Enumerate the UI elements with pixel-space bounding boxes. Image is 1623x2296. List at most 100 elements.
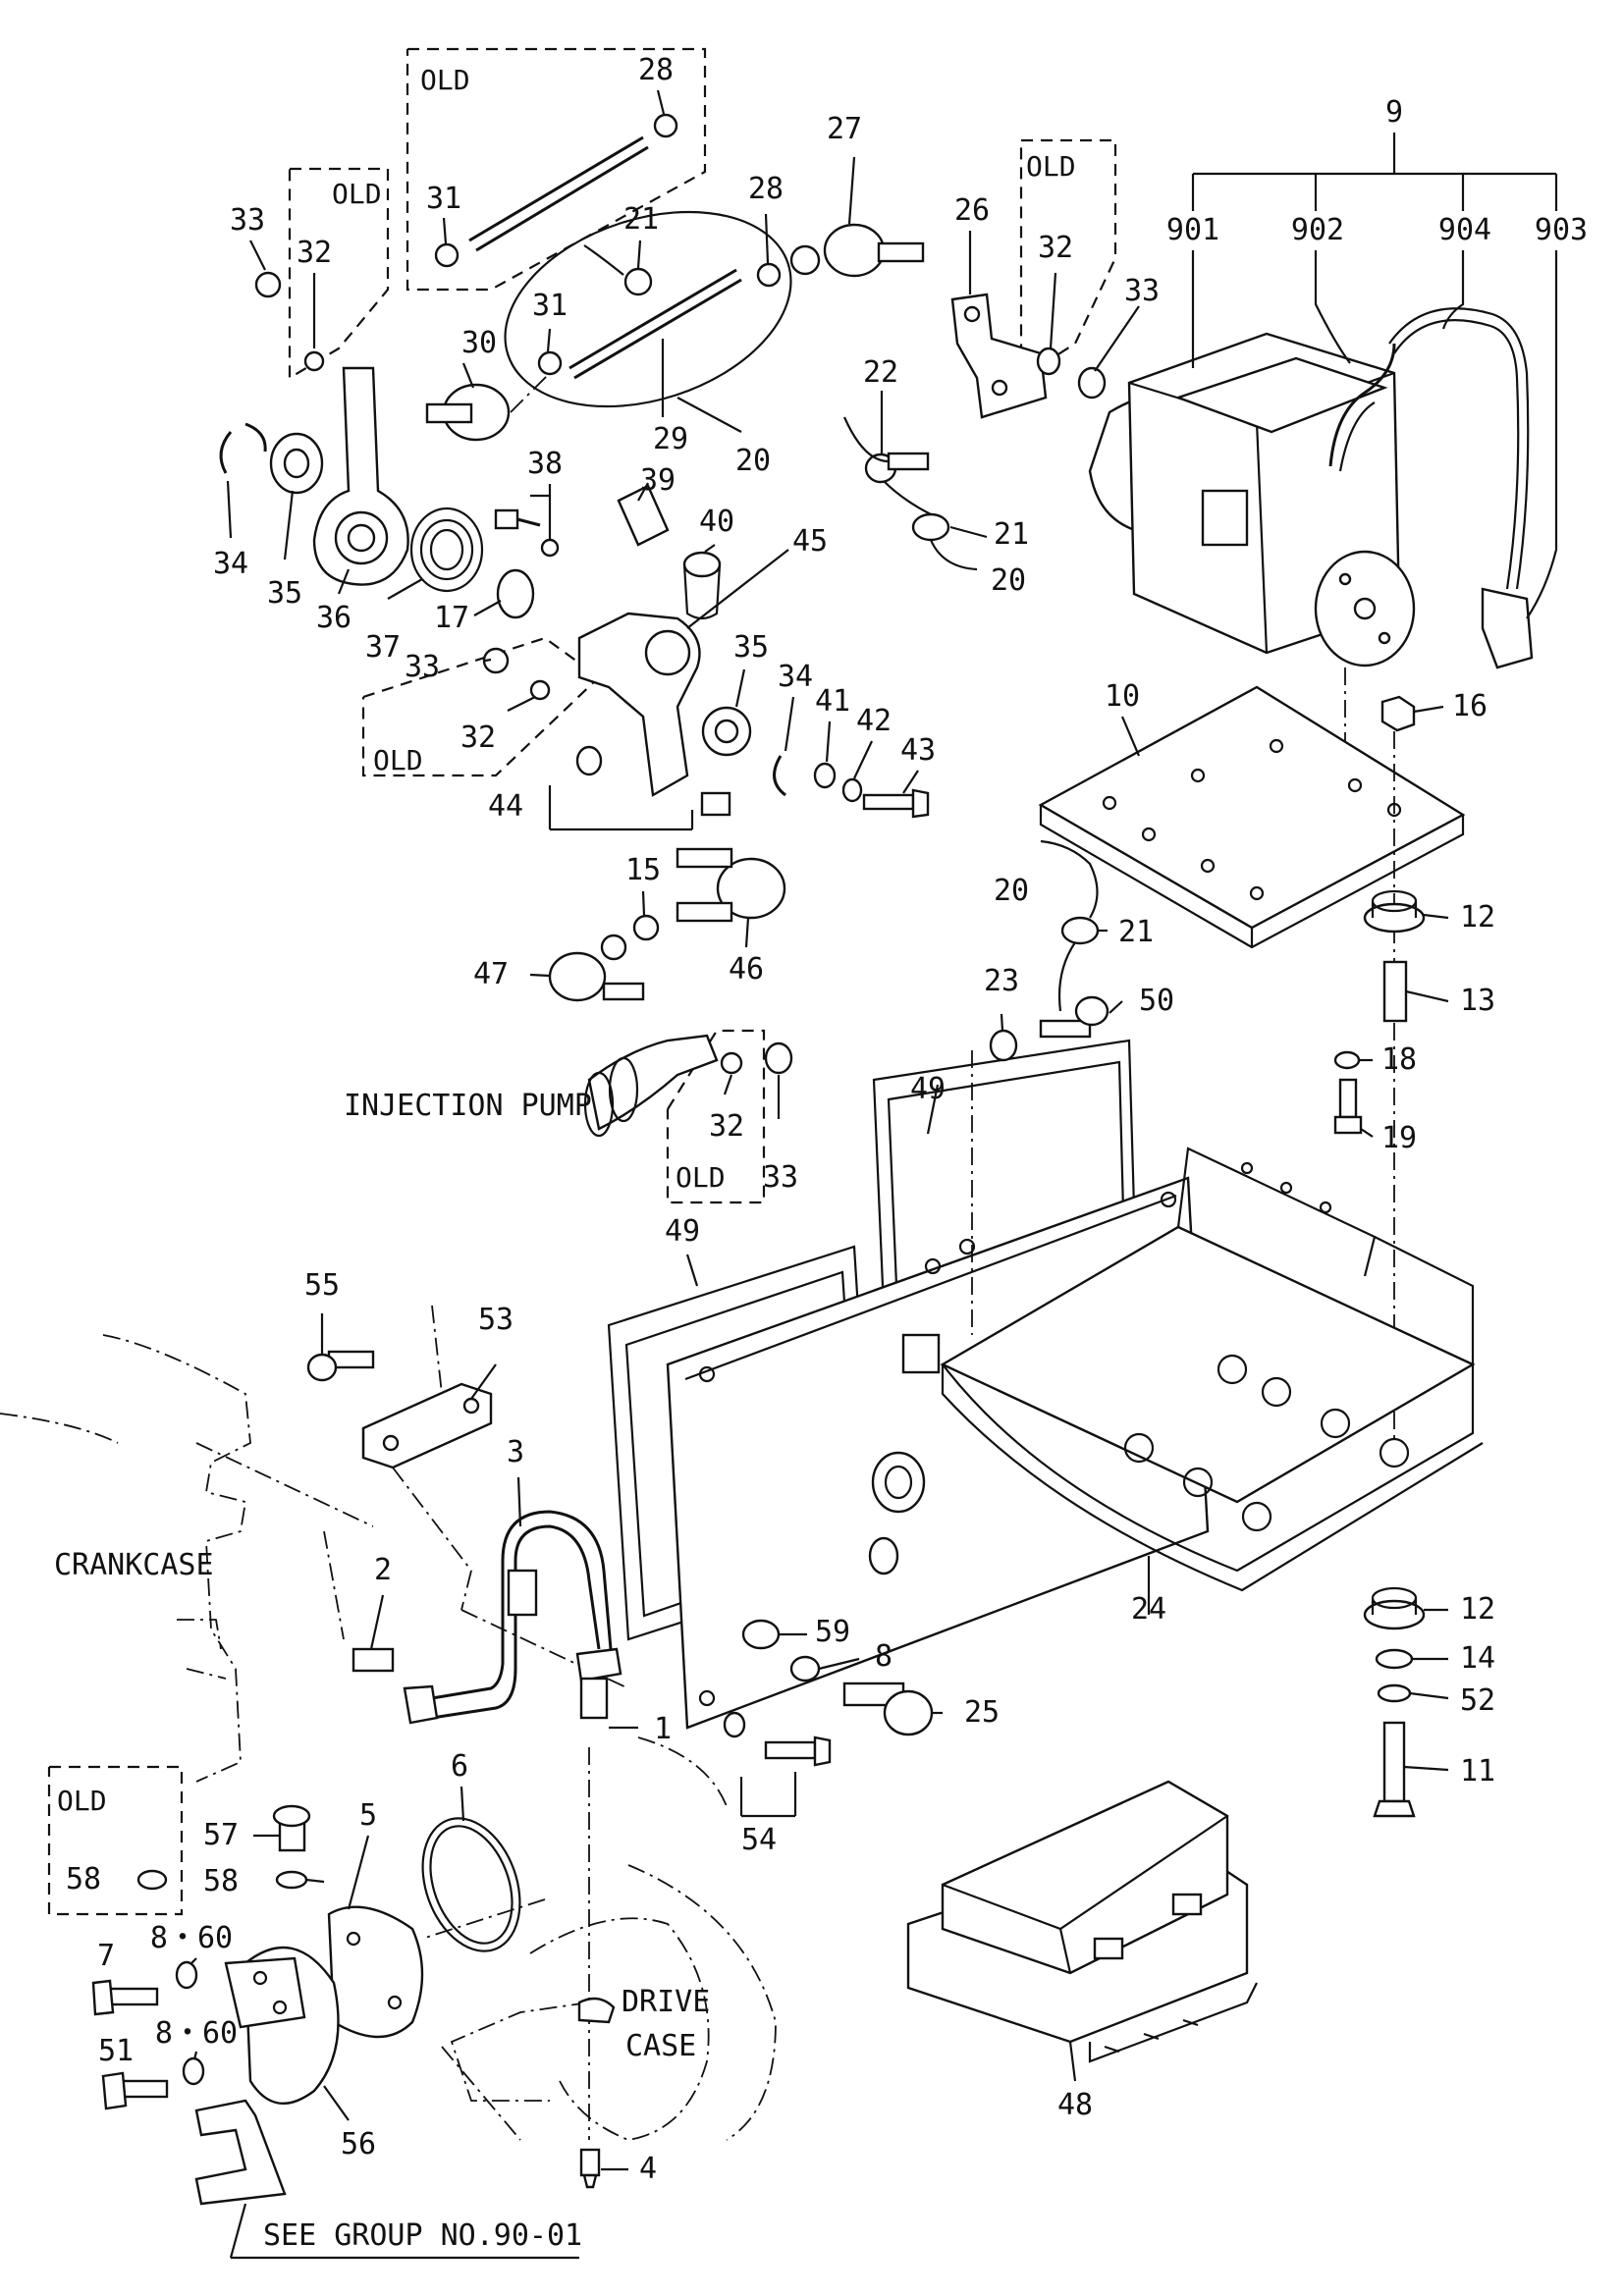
controller-48 bbox=[906, 1780, 1258, 2063]
drive-label: DRIVE bbox=[622, 1985, 711, 2019]
bolt-set-54 bbox=[723, 1711, 832, 1818]
callout-59: 59 bbox=[814, 1615, 851, 1649]
plug-4 bbox=[579, 2148, 601, 2189]
callout-21-low: 21 bbox=[1117, 915, 1155, 949]
callout-11: 11 bbox=[1459, 1754, 1496, 1789]
callout-31: 31 bbox=[531, 289, 568, 323]
case-label: CASE bbox=[625, 2029, 697, 2063]
callout-58-old: 58 bbox=[65, 1862, 102, 1896]
callout-43: 43 bbox=[899, 733, 937, 768]
callout-13: 13 bbox=[1459, 984, 1496, 1018]
callout-12-low: 12 bbox=[1459, 1592, 1496, 1627]
callout-901: 901 bbox=[1165, 213, 1220, 247]
callout-21-top: 21 bbox=[622, 202, 660, 237]
callout-35-left: 35 bbox=[266, 576, 303, 611]
callout-35-mid: 35 bbox=[732, 630, 770, 665]
callout-7: 7 bbox=[96, 1939, 116, 1973]
callout-39: 39 bbox=[639, 463, 676, 498]
callout-20-mid: 20 bbox=[990, 563, 1027, 598]
callout-33-mid: 33 bbox=[404, 650, 441, 684]
callout-32-tr: 32 bbox=[1037, 231, 1074, 265]
callout-44: 44 bbox=[487, 789, 524, 824]
callout-49-front: 49 bbox=[664, 1214, 701, 1249]
callout-3: 3 bbox=[506, 1435, 525, 1469]
top-linkage bbox=[219, 113, 925, 701]
callout-9: 9 bbox=[1384, 95, 1404, 130]
callout-34-mid: 34 bbox=[777, 660, 814, 694]
callout-31-old: 31 bbox=[425, 182, 462, 216]
callout-8-60-b: 8・60 bbox=[154, 2016, 239, 2051]
callout-40: 40 bbox=[698, 505, 735, 539]
injection-pump-label: INJECTION PUMP bbox=[344, 1089, 592, 1123]
callout-34-left: 34 bbox=[212, 547, 249, 581]
callout-49-back: 49 bbox=[909, 1072, 947, 1106]
callout-903: 903 bbox=[1534, 213, 1589, 247]
callout-23: 23 bbox=[983, 964, 1020, 998]
plate-10 bbox=[1038, 685, 1466, 1443]
callout-38: 38 bbox=[526, 447, 564, 481]
callout-2: 2 bbox=[373, 1553, 393, 1587]
bracket-45 bbox=[494, 484, 930, 1002]
callout-32-tl: 32 bbox=[296, 236, 333, 270]
old-label-top: OLD bbox=[420, 64, 470, 96]
callout-37: 37 bbox=[364, 630, 402, 665]
callout-20-low: 20 bbox=[993, 874, 1030, 908]
callout-5: 5 bbox=[358, 1798, 378, 1833]
callout-56: 56 bbox=[340, 2127, 377, 2162]
callout-22: 22 bbox=[862, 355, 899, 390]
callout-8: 8 bbox=[874, 1639, 893, 1674]
callout-18: 18 bbox=[1380, 1042, 1418, 1077]
callout-48: 48 bbox=[1056, 2088, 1094, 2122]
housing-24 bbox=[607, 839, 1484, 1736]
old-label-left: OLD bbox=[332, 178, 382, 210]
old-label-pump: OLD bbox=[676, 1161, 726, 1194]
callout-41: 41 bbox=[814, 684, 851, 719]
callout-36: 36 bbox=[315, 601, 352, 635]
callout-51: 51 bbox=[97, 2034, 135, 2068]
callout-58-mid: 58 bbox=[202, 1864, 240, 1898]
flange-assembly bbox=[91, 1804, 579, 2260]
pipe-3 bbox=[323, 1510, 622, 1725]
callout-32-pump: 32 bbox=[708, 1109, 745, 1144]
callout-4: 4 bbox=[638, 2152, 658, 2186]
callout-46: 46 bbox=[728, 952, 765, 987]
callout-24: 24 bbox=[1130, 1592, 1167, 1627]
callout-57: 57 bbox=[202, 1818, 240, 1852]
callout-53: 53 bbox=[477, 1303, 514, 1337]
callout-1: 1 bbox=[653, 1712, 673, 1746]
callout-29: 29 bbox=[652, 422, 689, 456]
old-label-bottom: OLD bbox=[57, 1785, 107, 1817]
callout-6: 6 bbox=[450, 1749, 469, 1784]
callout-25: 25 bbox=[963, 1695, 1001, 1730]
callout-33-tl: 33 bbox=[229, 203, 266, 238]
callout-27: 27 bbox=[826, 112, 863, 146]
callout-32-mid: 32 bbox=[460, 721, 497, 755]
callout-902: 902 bbox=[1290, 213, 1345, 247]
callout-47: 47 bbox=[472, 957, 510, 991]
callout-50: 50 bbox=[1138, 984, 1175, 1018]
leader-lines bbox=[190, 89, 1558, 2171]
old-label-mid: OLD bbox=[373, 744, 423, 776]
callout-8-60-a: 8・60 bbox=[149, 1921, 234, 1955]
isolators bbox=[1333, 889, 1426, 1818]
old-label-right: OLD bbox=[1026, 150, 1076, 183]
callout-26: 26 bbox=[953, 193, 991, 228]
callout-16: 16 bbox=[1451, 689, 1488, 723]
callout-33-pump: 33 bbox=[762, 1160, 799, 1195]
callout-21-mid: 21 bbox=[993, 517, 1030, 552]
callout-54: 54 bbox=[740, 1823, 778, 1857]
callout-15: 15 bbox=[624, 853, 662, 887]
callout-20-top: 20 bbox=[734, 444, 772, 478]
crankcase-label: CRANKCASE bbox=[54, 1548, 214, 1582]
callout-55: 55 bbox=[303, 1268, 341, 1303]
callout-904: 904 bbox=[1437, 213, 1492, 247]
see-group-label: SEE GROUP NO.90-01 bbox=[263, 2218, 583, 2253]
callout-28: 28 bbox=[747, 172, 784, 206]
callout-10: 10 bbox=[1104, 679, 1141, 714]
callout-28-old: 28 bbox=[637, 53, 675, 87]
callout-45: 45 bbox=[791, 524, 829, 559]
callout-42: 42 bbox=[855, 704, 893, 738]
injection-pump bbox=[583, 1034, 793, 1138]
